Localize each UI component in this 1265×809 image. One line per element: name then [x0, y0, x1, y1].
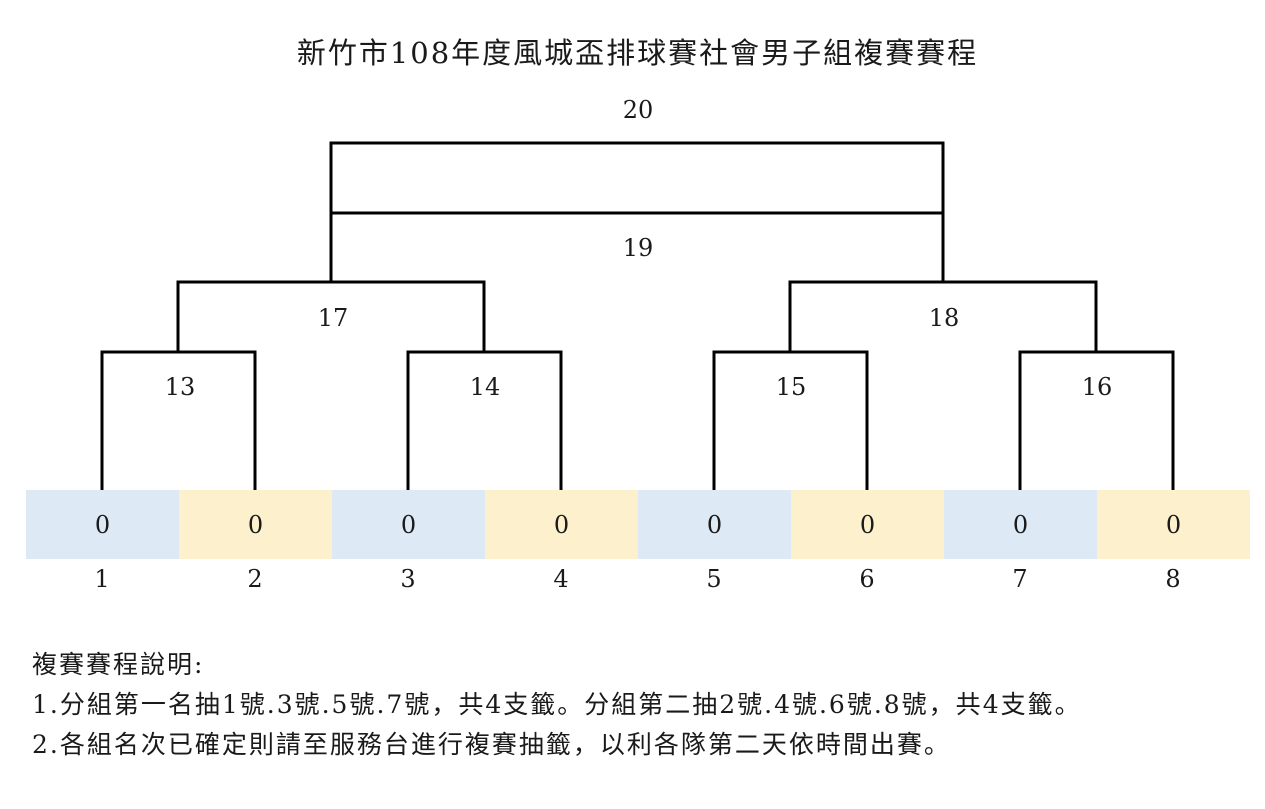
seed-number-1: 1 [94, 565, 110, 593]
bracket-line-13 [100, 350, 257, 490]
page-title: 新竹市108年度風城盃排球賽社會男子組複賽賽程 [296, 36, 979, 70]
notes-item-2: 2.各組名次已確定則請至服務台進行複賽抽籤，以利各隊第二天依時間出賽。 [32, 730, 951, 759]
team-slot-4: 0 [485, 490, 638, 559]
seed-number-6: 6 [859, 565, 875, 593]
bracket-line-final-top [329, 141, 945, 213]
team-slot-7: 0 [944, 490, 1097, 559]
bracket-line-14 [406, 350, 563, 490]
match-label-19: 19 [622, 234, 654, 262]
notes-section: 複賽賽程說明: 1.分組第一名抽1號.3號.5號.7號，共4支籤。分組第二抽2號… [32, 645, 1232, 765]
team-slot-6: 0 [791, 490, 944, 559]
seed-number-8: 8 [1165, 565, 1181, 593]
team-slot-2: 0 [179, 490, 332, 559]
team-slot-8: 0 [1097, 490, 1250, 559]
seed-number-2: 2 [247, 565, 263, 593]
match-label-18: 18 [928, 304, 960, 332]
bracket-line-16 [1018, 350, 1175, 490]
match-label-16: 16 [1081, 373, 1113, 401]
seed-number-3: 3 [400, 565, 416, 593]
bracket-line-17 [176, 280, 486, 352]
match-label-20: 20 [622, 96, 654, 124]
match-label-14: 14 [469, 373, 501, 401]
bracket-line-19 [329, 211, 945, 282]
team-slot-3: 0 [332, 490, 485, 559]
notes-item-1: 1.分組第一名抽1號.3號.5號.7號，共4支籤。分組第二抽2號.4號.6號.8… [32, 690, 1082, 719]
seed-number-5: 5 [706, 565, 722, 593]
notes-heading: 複賽賽程說明: [32, 650, 205, 679]
team-slot-5: 0 [638, 490, 791, 559]
match-label-17: 17 [317, 304, 349, 332]
bracket-lines [100, 141, 1175, 490]
seed-number-4: 4 [553, 565, 569, 593]
match-label-15: 15 [775, 373, 807, 401]
bracket-line-18 [788, 280, 1098, 352]
match-label-13: 13 [164, 373, 196, 401]
seed-number-7: 7 [1012, 565, 1028, 593]
team-slot-1: 0 [26, 490, 179, 559]
bracket-line-15 [712, 350, 869, 490]
